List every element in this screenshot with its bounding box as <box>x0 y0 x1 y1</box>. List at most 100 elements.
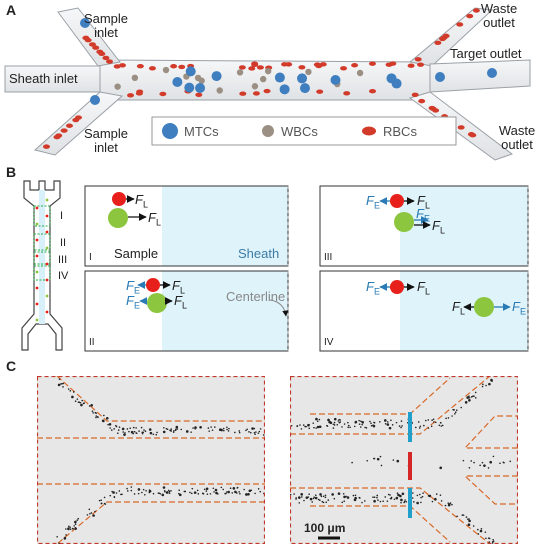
cell-dot <box>484 531 487 533</box>
rbc-cell <box>417 62 425 67</box>
rbc-cell <box>136 63 144 69</box>
cell-dot <box>183 490 186 493</box>
cell-dot <box>61 382 63 385</box>
cell-dot <box>135 427 137 429</box>
cell-dot <box>175 425 179 429</box>
cell-dot <box>222 488 224 491</box>
chip-region-II: II <box>60 237 67 249</box>
cell-dot <box>71 527 74 530</box>
cell-dot <box>313 496 315 499</box>
cell-dot <box>298 496 301 499</box>
rbc-cell <box>248 66 256 71</box>
rbc-cell <box>148 66 156 71</box>
cell-dot <box>428 494 432 498</box>
cell-dot <box>62 386 64 388</box>
cell-dot <box>358 423 361 425</box>
force-label-elastic: FE <box>512 299 526 317</box>
cell-dot <box>211 429 214 431</box>
cell-dot <box>439 421 442 424</box>
cell-dot <box>193 491 197 494</box>
cell-dot <box>105 416 109 420</box>
cell-dot <box>380 464 383 467</box>
cell-dot <box>333 421 336 424</box>
cell-dot <box>449 502 452 504</box>
cell-dot <box>203 488 206 491</box>
chip-cell-dot <box>45 310 49 314</box>
cell-dot <box>419 425 422 428</box>
cell-dot <box>499 462 501 465</box>
cell-dot <box>313 426 315 429</box>
cell-dot <box>473 461 475 464</box>
force-label-elastic: FE <box>126 278 140 296</box>
cell-dot <box>366 459 369 462</box>
cell-dot <box>321 500 324 503</box>
cell-dot <box>324 496 327 499</box>
chip-cell-dot <box>35 254 39 258</box>
cell-dot <box>166 491 169 494</box>
cell-dot <box>67 527 70 531</box>
cell-dot <box>349 426 351 429</box>
cell-dot <box>224 492 226 495</box>
cell-dot <box>466 396 469 399</box>
rbc-cell <box>98 51 106 57</box>
cell-dot <box>124 432 126 434</box>
cell-dot <box>387 493 390 496</box>
cell-dot <box>162 430 166 434</box>
cell-dot <box>176 428 179 430</box>
cell-dot <box>257 488 260 490</box>
sheath-region-label: Sheath <box>238 246 280 261</box>
cell-dot <box>400 498 403 502</box>
cell-dot <box>138 430 140 432</box>
cell-dot <box>309 497 313 501</box>
cell-dot <box>460 406 462 409</box>
cell-dot <box>90 512 93 514</box>
rbc-cell <box>414 57 422 62</box>
cell-dot <box>74 520 77 524</box>
cell-dot <box>468 466 471 469</box>
cell-dot <box>132 432 135 435</box>
cell-dot <box>476 528 479 531</box>
cell-dot <box>118 490 121 492</box>
cell-dot <box>251 427 254 430</box>
cell-dot <box>73 525 75 527</box>
cell-dot <box>205 490 208 492</box>
chip-cell-dot <box>45 278 49 282</box>
cell-dot <box>69 390 72 392</box>
cell-dot <box>295 498 297 500</box>
cell-dot <box>290 493 292 496</box>
cell-dot <box>130 489 133 492</box>
cell-dot <box>167 489 170 492</box>
chip-region-I: I <box>60 210 64 222</box>
rbc-cell <box>136 89 144 94</box>
cell-dot <box>338 421 341 424</box>
cell-dot <box>74 523 77 526</box>
centerline-label: Centerline <box>226 289 286 304</box>
cell-dot <box>447 417 450 419</box>
cell-dot <box>376 496 378 499</box>
legend-wbcs: WBCs <box>281 124 318 139</box>
mtc-cell <box>185 66 196 77</box>
mtc-cell <box>297 73 308 84</box>
cell-dot <box>253 432 256 434</box>
cell-dot <box>454 411 457 413</box>
cell-dot <box>470 460 473 462</box>
cell-dot <box>132 426 135 429</box>
cell-dot <box>100 499 102 501</box>
wbc-cell <box>131 74 139 82</box>
rbc-cell <box>106 59 114 64</box>
cell-dot <box>111 490 113 493</box>
cell-dot <box>141 432 144 435</box>
cell-dot <box>392 459 395 461</box>
cell-dot <box>373 496 376 499</box>
mtc-cell <box>279 84 290 95</box>
rbc-cell <box>252 91 260 96</box>
cell-dot <box>82 402 85 405</box>
cell-dot <box>480 527 483 530</box>
rbc-cell <box>440 35 448 40</box>
cell-dot <box>166 428 169 431</box>
cell-dot <box>383 419 387 422</box>
cell-dot <box>315 417 318 421</box>
cell-dot <box>88 508 91 511</box>
cell-dot <box>247 492 250 496</box>
